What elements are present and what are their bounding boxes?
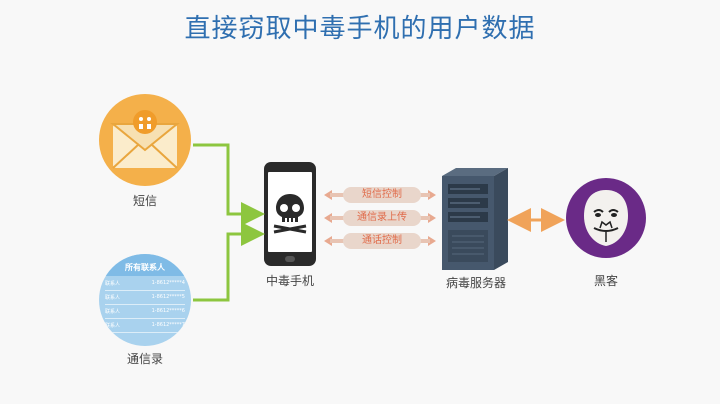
contact-row: 联系人 1-8612*****4 (105, 280, 185, 291)
contact-row: 联系人 1-8612*****7 (105, 322, 185, 333)
link-label: 通信录上传 (357, 212, 407, 223)
contacts-header: 所有联系人 (125, 263, 165, 272)
link-label: 短信控制 (362, 189, 402, 200)
server-icon (442, 168, 508, 270)
home-button (285, 256, 295, 262)
contact-name: 联系人 (105, 281, 121, 287)
hacker-circle (566, 178, 646, 258)
contact-row: 联系人 1-8612*****6 (105, 308, 185, 319)
pill-arrow-right (428, 190, 436, 200)
link-pill-contacts-upload: 通信录上传 (343, 210, 421, 226)
pill-arrow-right (428, 236, 436, 246)
contact-name: 联系人 (105, 295, 121, 301)
sms-circle (99, 94, 191, 186)
contact-name: 联系人 (105, 323, 121, 329)
server-label: 病毒服务器 (445, 276, 506, 290)
contacts-label: 通信录 (126, 352, 163, 366)
pill-arrow-left (324, 213, 332, 223)
contact-name: 联系人 (105, 309, 121, 315)
contacts-header-bar (99, 254, 191, 276)
pill-arrow-left (324, 236, 332, 246)
hacker-label: 黑客 (593, 274, 618, 288)
link-pill-call-control: 通话控制 (343, 233, 421, 249)
pill-arrow-left (324, 190, 332, 200)
contact-number: 1-8612*****6 (151, 308, 185, 314)
virus-server (442, 168, 508, 270)
phone-screen (268, 172, 312, 252)
phone-label: 中毒手机 (265, 274, 314, 288)
contact-number: 1-8612*****5 (151, 294, 185, 300)
contacts-circle: 所有联系人 联系人 1-8612*****4 联系人 1-8612*****5 … (99, 254, 191, 346)
infected-phone (264, 162, 316, 266)
skull-icon (273, 194, 307, 234)
diagram-title: 直接窃取中毒手机的用户数据 (184, 14, 536, 44)
sms-label: 短信 (132, 194, 157, 208)
contact-number: 1-8612*****4 (151, 280, 185, 286)
sms-to-phone-arrow (193, 143, 265, 226)
pill-arrow-right (428, 213, 436, 223)
link-pill-sms-control: 短信控制 (343, 187, 421, 203)
contacts-to-phone-arrow (193, 222, 265, 302)
envelope-icon (110, 110, 180, 169)
contact-number: 1-8612*****7 (151, 322, 185, 328)
mask-icon (584, 190, 628, 246)
contact-row: 联系人 1-8612*****5 (105, 294, 185, 305)
link-label: 通话控制 (362, 235, 402, 246)
